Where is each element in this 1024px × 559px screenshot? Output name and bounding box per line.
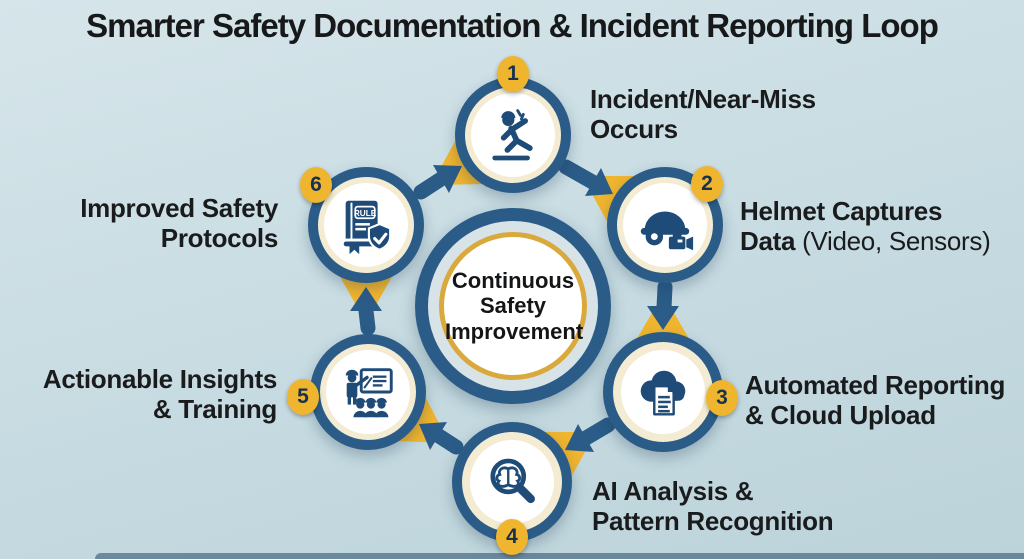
center-circle: Continuous Safety Improvement	[415, 208, 611, 404]
brain-magnifier-icon	[490, 458, 535, 504]
center-label: Continuous Safety Improvement	[445, 268, 584, 344]
step-4-badge: 4	[496, 519, 528, 555]
step-3-badge: 3	[706, 380, 738, 416]
step-1-badge: 1	[497, 56, 529, 92]
rule-book-label: RULE	[354, 209, 377, 218]
step-4-node	[452, 422, 572, 542]
arrow-step5-to-step6	[338, 273, 394, 336]
cloud-upload-document-icon	[640, 370, 686, 416]
falling-worker-icon	[492, 109, 533, 161]
rulebook-shield-icon: RULE	[343, 200, 392, 255]
step-3-node	[603, 332, 723, 452]
step-5-badge: 5	[287, 379, 319, 415]
bottom-edge-bar	[95, 553, 1024, 559]
step-2-label: Helmet Captures Data (Video, Sensors)	[740, 196, 991, 257]
page-title: Smarter Safety Documentation & Incident …	[86, 7, 939, 44]
center-gold-ring: Continuous Safety Improvement	[439, 232, 587, 380]
step-5-node	[310, 334, 426, 450]
step-2-badge: 2	[691, 166, 723, 202]
step-1-node	[455, 77, 571, 193]
helmet-camera-icon	[640, 211, 694, 251]
step-3-label: Automated Reporting& Cloud Upload	[745, 370, 1006, 431]
arrow-step2-to-step3	[635, 279, 691, 342]
step-4-label: AI Analysis &Pattern Recognition	[592, 476, 834, 537]
step-6-badge: 6	[300, 167, 332, 203]
step-5-label: Actionable Insights& Training	[42, 364, 277, 425]
safety-training-icon	[345, 368, 393, 418]
